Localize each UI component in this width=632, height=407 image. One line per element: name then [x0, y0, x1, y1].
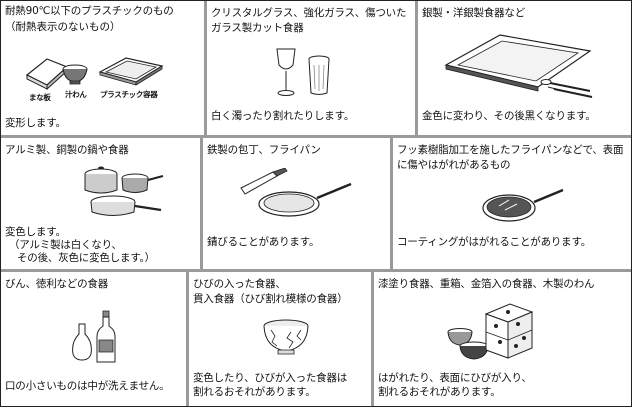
col-divider-r2-b — [390, 138, 393, 269]
cell-description-line-1: はがれたり、表面にひびが入り、 — [378, 372, 532, 384]
label-soup-bowl: 汁わん — [65, 90, 87, 99]
wine-glass-icon — [275, 47, 297, 97]
cell-title: 鉄製の包丁、フライパン — [207, 144, 321, 156]
jubako-box-icon — [482, 302, 534, 360]
cell-title: アルミ製、銅製の鍋や食器 — [5, 144, 129, 156]
cell-description-line-2: （アルミ製は白くなり、 — [9, 239, 122, 251]
cell-description-line-3: その後、灰色に変色します。） — [17, 252, 155, 264]
cell-title: フッ素樹脂加工を施したフライパンなどで、表面に傷やはがれがあるもの — [397, 144, 624, 171]
cell-description: 錆びることがあります。 — [207, 236, 320, 248]
label-plastic-container: プラスチック容器 — [100, 90, 158, 99]
cracked-bowl-icon — [261, 318, 311, 358]
col-divider-r3-b — [371, 272, 374, 406]
pots-and-pans-icon — [77, 166, 167, 220]
cell-cracked-dishes: ひびの入った食器、 貫入食器（ひび割れ模様の食器） 変色したり、ひびが入った食器… — [189, 272, 371, 406]
col-divider-r2-a — [200, 138, 203, 269]
cell-title: 漆塗り食器、重箱、金箔入の食器、木製のわん — [378, 278, 595, 290]
row-divider-2 — [1, 269, 631, 272]
soup-bowl-icon — [61, 61, 89, 87]
coated-frying-pan-icon — [479, 184, 565, 226]
cell-title: 耐熱90℃以下のプラスチックのもの — [5, 5, 174, 17]
cell-description: コーティングがはがれることがあります。 — [397, 236, 592, 248]
cell-title: 銀製・洋銀製食器など — [422, 7, 525, 19]
cell-description: 変形します。 — [5, 117, 66, 129]
row-divider-1 — [1, 135, 631, 138]
cell-title: びん、徳利などの食器 — [5, 278, 108, 290]
cell-description-line-2: 割れるおそれがあります。 — [378, 386, 501, 398]
cell-description: 金色に変わり、その後黒くなります。 — [422, 110, 596, 122]
lacquer-bowl-icon — [444, 322, 492, 362]
cell-aluminum-copper: アルミ製、銅製の鍋や食器 変色します。 （アルミ製は白くなり、 その後、灰色に変… — [1, 138, 200, 269]
tumbler-glass-icon — [307, 55, 331, 97]
cell-description: 白く濁ったり割れたりします。 — [211, 110, 355, 122]
cell-silver: 銀製・洋銀製食器など 金色に変わり、その後黒くなります。 — [418, 1, 631, 135]
tokkuri-bottle-icon — [71, 322, 93, 362]
cell-plastic: 耐熱90℃以下のプラスチックのもの （耐熱表示のないもの） まな板 汁わん プラ… — [1, 1, 204, 135]
knife-and-pan-icon — [237, 168, 355, 224]
col-divider-r3-a — [186, 272, 189, 406]
cell-description: 口の小さいものは中が洗えません。 — [5, 380, 170, 392]
cell-description-line-1: 変色したり、ひびが入った食器は — [193, 372, 348, 384]
col-divider-r1-b — [415, 1, 418, 135]
cell-title-line-2: 貫入食器（ひび割れ模様の食器） — [193, 293, 348, 305]
col-divider-r1-a — [204, 1, 207, 135]
cell-subtitle: （耐熱表示のないもの） — [5, 21, 121, 33]
plastic-container-icon — [96, 54, 166, 88]
cell-lacquerware: 漆塗り食器、重箱、金箔入の食器、木製のわん はがれたり、表面にひびが入り、 割れ… — [374, 272, 631, 406]
cell-iron: 鉄製の包丁、フライパン 錆びることがあります。 — [203, 138, 390, 269]
label-cutting-board: まな板 — [29, 93, 51, 102]
cell-description-line-2: 割れるおそれがあります。 — [193, 386, 316, 398]
cell-bottles: びん、徳利などの食器 口の小さいものは中が洗えません。 — [1, 272, 186, 406]
silver-tray-icon — [440, 31, 600, 101]
cell-fluororesin: フッ素樹脂加工を施したフライパンなどで、表面に傷やはがれがあるもの コーティング… — [393, 138, 631, 269]
cell-title-line-1: ひびの入った食器、 — [193, 278, 286, 290]
cell-title: クリスタルグラス、強化ガラス、傷ついたガラス製カット食器 — [211, 7, 407, 34]
glass-bottle-icon — [95, 310, 117, 364]
cell-description-line-1: 変色します。 — [5, 226, 66, 238]
cell-glass: クリスタルグラス、強化ガラス、傷ついたガラス製カット食器 白く濁ったり割れたりし… — [207, 1, 415, 135]
